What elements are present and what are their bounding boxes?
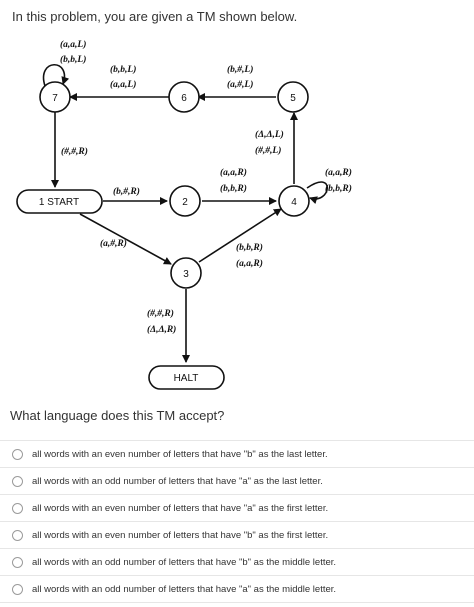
state-5 [277,81,309,113]
label-3to4-b: (a,a,R) [236,258,263,269]
label-6to7-a: (b,b,L) [110,64,136,75]
answer-option[interactable]: all words with an odd number of letters … [0,575,474,603]
label-loop4-b: (b,b,R) [325,183,352,194]
question-text: What language does this TM accept? [10,408,225,423]
state-6-label: 6 [181,93,187,104]
label-4to5-b: (#,#,L) [255,145,281,156]
label-2to4-a: (a,a,R) [220,167,247,178]
edge-start-to-3 [79,213,172,265]
state-start-label: 1 START [39,197,79,208]
label-5to6-b: (a,#,L) [227,79,253,90]
state-3-label: 3 [183,269,189,280]
answer-option-label: all words with an odd number of letters … [32,583,337,595]
problem-intro: In this problem, you are given a TM show… [12,9,298,24]
answer-option[interactable]: all words with an odd number of letters … [0,467,474,494]
answer-option[interactable]: all words with an even number of letters… [0,494,474,521]
label-loop4-a: (a,a,R) [325,167,352,178]
answer-option[interactable]: all words with an even number of letters… [0,521,474,548]
answer-option-label: all words with an even number of letters… [32,502,329,514]
loop-state-4 [306,181,329,204]
label-7tostart: (#,#,R) [61,146,88,157]
state-7 [39,81,71,113]
state-3 [170,257,202,289]
label-startto3: (a,#,R) [100,238,127,249]
label-2to4-b: (b,b,R) [220,183,247,194]
label-3tohalt-b: (Δ,Δ,R) [147,324,176,335]
edge-3-to-4 [198,208,282,263]
answer-option-label: all words with an odd number of letters … [32,475,323,487]
state-start [16,189,103,214]
loop-state-7 [42,63,70,87]
radio-button[interactable] [12,448,23,460]
tm-diagram: 7 6 5 2 4 3 1 START HALT (a,a,L) (b,b,L)… [16,39,352,390]
label-5to6-a: (b,#,L) [227,64,253,75]
label-6to7-b: (a,a,L) [110,79,136,90]
radio-button[interactable] [12,556,23,568]
state-6 [168,81,200,113]
state-halt-label: HALT [174,373,199,384]
state-2 [169,185,201,217]
state-4 [278,185,310,217]
answer-options: all words with an even number of letters… [0,440,474,603]
state-2-label: 2 [182,197,188,208]
label-loop7-b: (b,b,L) [60,54,86,65]
label-loop7-a: (a,a,L) [60,39,86,50]
answer-option[interactable]: all words with an even number of letters… [0,440,474,467]
answer-option-label: all words with an even number of letters… [32,448,328,460]
state-halt [148,365,225,390]
state-5-label: 5 [290,93,296,104]
label-3tohalt-a: (#,#,R) [147,308,174,319]
radio-button[interactable] [12,475,23,487]
state-4-label: 4 [291,197,297,208]
answer-option-label: all words with an even number of letters… [32,529,329,541]
label-startto2: (b,#,R) [113,186,140,197]
radio-button[interactable] [12,502,23,514]
answer-option-label: all words with an odd number of letters … [32,556,337,568]
answer-option[interactable]: all words with an odd number of letters … [0,548,474,575]
radio-button[interactable] [12,583,23,595]
radio-button[interactable] [12,529,23,541]
state-7-label: 7 [52,93,58,104]
label-3to4-a: (b,b,R) [236,242,263,253]
label-4to5-a: (Δ,Δ,L) [255,129,284,140]
